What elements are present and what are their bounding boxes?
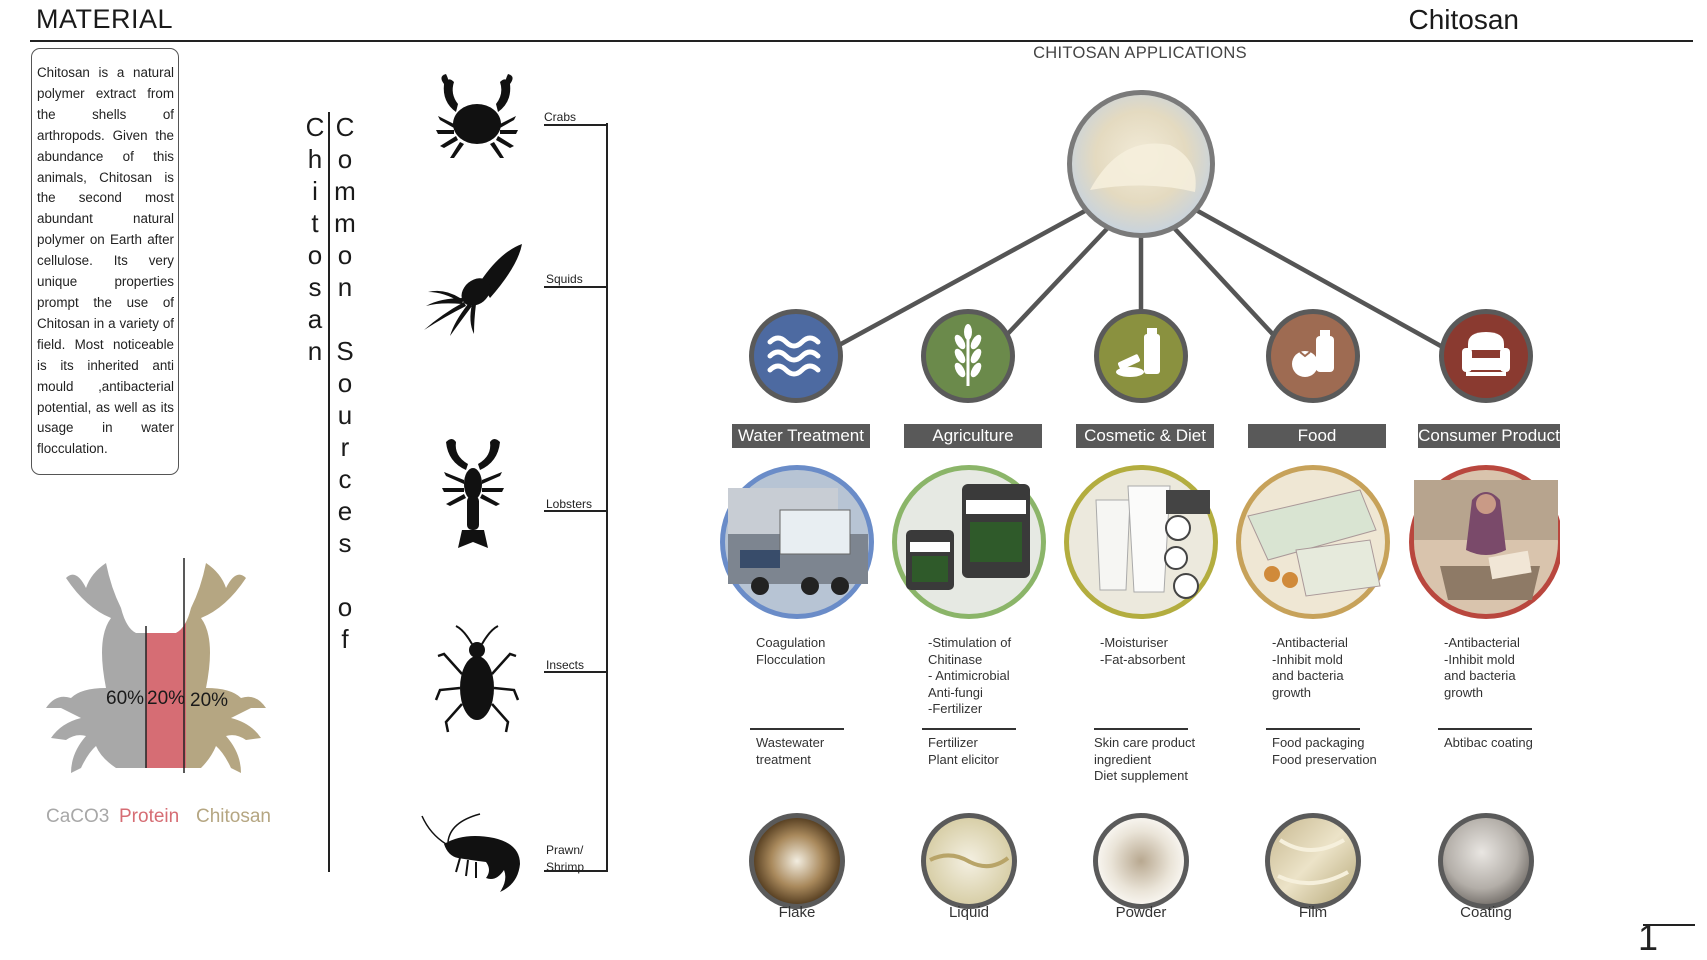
food-photo xyxy=(1236,465,1390,619)
powder-swatch xyxy=(1093,813,1189,909)
uses-water-treatment: Wastewater treatment xyxy=(756,735,825,767)
bracket-tick-lobsters xyxy=(544,510,608,512)
film-swatch xyxy=(1265,813,1361,909)
insect-icon xyxy=(434,625,520,733)
chitosan-percent: 20% xyxy=(190,690,229,711)
section-title: MATERIAL xyxy=(36,4,174,34)
uses-consumer-product: Abtibac coating xyxy=(1444,735,1533,750)
lobster-icon xyxy=(442,439,504,548)
bracket-tick-crabs xyxy=(544,124,608,126)
category-cosmetic-diet: Cosmetic & Diet xyxy=(1076,424,1214,448)
form-label-coating: Coating xyxy=(1460,904,1512,921)
category-water-treatment: Water Treatment xyxy=(732,424,870,448)
category-consumer-product: Consumer Product xyxy=(1418,424,1560,448)
intro-textbox: Chitosan is a natural polymer extract fr… xyxy=(31,48,179,475)
agriculture-photo xyxy=(892,465,1046,619)
separator-food xyxy=(1266,728,1360,730)
consumer-product-photo xyxy=(1409,465,1560,619)
form-label-flake: Flake xyxy=(778,904,816,921)
cosmetic-diet-photo xyxy=(1064,465,1218,619)
form-label-liquid: Liquid xyxy=(948,904,990,921)
category-food: Food xyxy=(1248,424,1386,448)
water-treatment-icon-circle xyxy=(749,309,843,403)
uses-agriculture: Fertilizer Plant elicitor xyxy=(928,735,999,767)
bracket-tick-squids xyxy=(544,286,608,288)
form-label-film: Film xyxy=(1298,904,1328,921)
legend-caco3: CaCO3 xyxy=(46,806,110,827)
squid-icon xyxy=(424,244,522,336)
crab-composition-graphic xyxy=(46,558,266,773)
separator-agriculture xyxy=(922,728,1016,730)
coating-swatch xyxy=(1438,813,1534,909)
bracket-tick-shrimp xyxy=(544,870,608,872)
properties-agriculture: -Stimulation of Chitinase - Antimicrobia… xyxy=(928,635,1012,717)
separator-consumer xyxy=(1438,728,1532,730)
applications-tree xyxy=(720,90,1560,909)
consumer-product-icon-circle xyxy=(1439,309,1533,403)
flake-swatch xyxy=(749,813,845,909)
category-agriculture: Agriculture xyxy=(904,424,1042,448)
bracket-tick-insects xyxy=(544,671,608,673)
properties-cosmetic-diet: -Moisturiser -Fat-absorbent xyxy=(1100,635,1186,667)
topic-title: Chitosan xyxy=(1408,4,1519,35)
source-label-insects: Insects xyxy=(546,658,585,672)
source-label-squids: Squids xyxy=(546,272,583,286)
separator-cosmetic xyxy=(1094,728,1188,730)
uses-cosmetic-diet: Skin care product ingredient Diet supple… xyxy=(1094,735,1196,784)
legend-chitosan: Chitosan xyxy=(196,806,271,827)
header-rule xyxy=(30,40,1693,42)
caco3-percent: 60% xyxy=(106,688,145,709)
sources-bracket xyxy=(606,123,608,871)
chitosan-region xyxy=(186,563,266,773)
sources-vertical-title: Common Sources of Chitosan xyxy=(300,112,360,872)
applications-title: CHITOSAN APPLICATIONS xyxy=(1033,44,1247,62)
food-icon-circle xyxy=(1266,309,1360,403)
page-number-rule xyxy=(1643,924,1695,926)
properties-food: -Antibacterial -Inhibit mold and bacteri… xyxy=(1272,635,1348,700)
legend-protein: Protein xyxy=(119,806,180,827)
water-treatment-photo xyxy=(720,465,874,619)
form-label-powder: Powder xyxy=(1115,904,1167,921)
crab-icon xyxy=(436,74,518,158)
source-label-lobsters: Lobsters xyxy=(546,497,593,511)
protein-region xyxy=(146,563,186,773)
liquid-swatch xyxy=(921,813,1017,909)
agriculture-icon-circle xyxy=(921,309,1015,403)
protein-percent: 20% xyxy=(147,688,186,709)
cosmetic-diet-icon-circle xyxy=(1094,309,1188,403)
shrimp-icon xyxy=(421,813,520,892)
properties-consumer-product: -Antibacterial -Inhibit mold and bacteri… xyxy=(1444,635,1520,700)
properties-water-treatment: Coagulation Flocculation xyxy=(756,635,826,667)
page-number: 1 xyxy=(1638,917,1659,958)
source-label-crabs: Crabs xyxy=(544,110,577,124)
uses-food: Food packaging Food preservation xyxy=(1272,735,1377,767)
separator-water xyxy=(750,728,844,730)
